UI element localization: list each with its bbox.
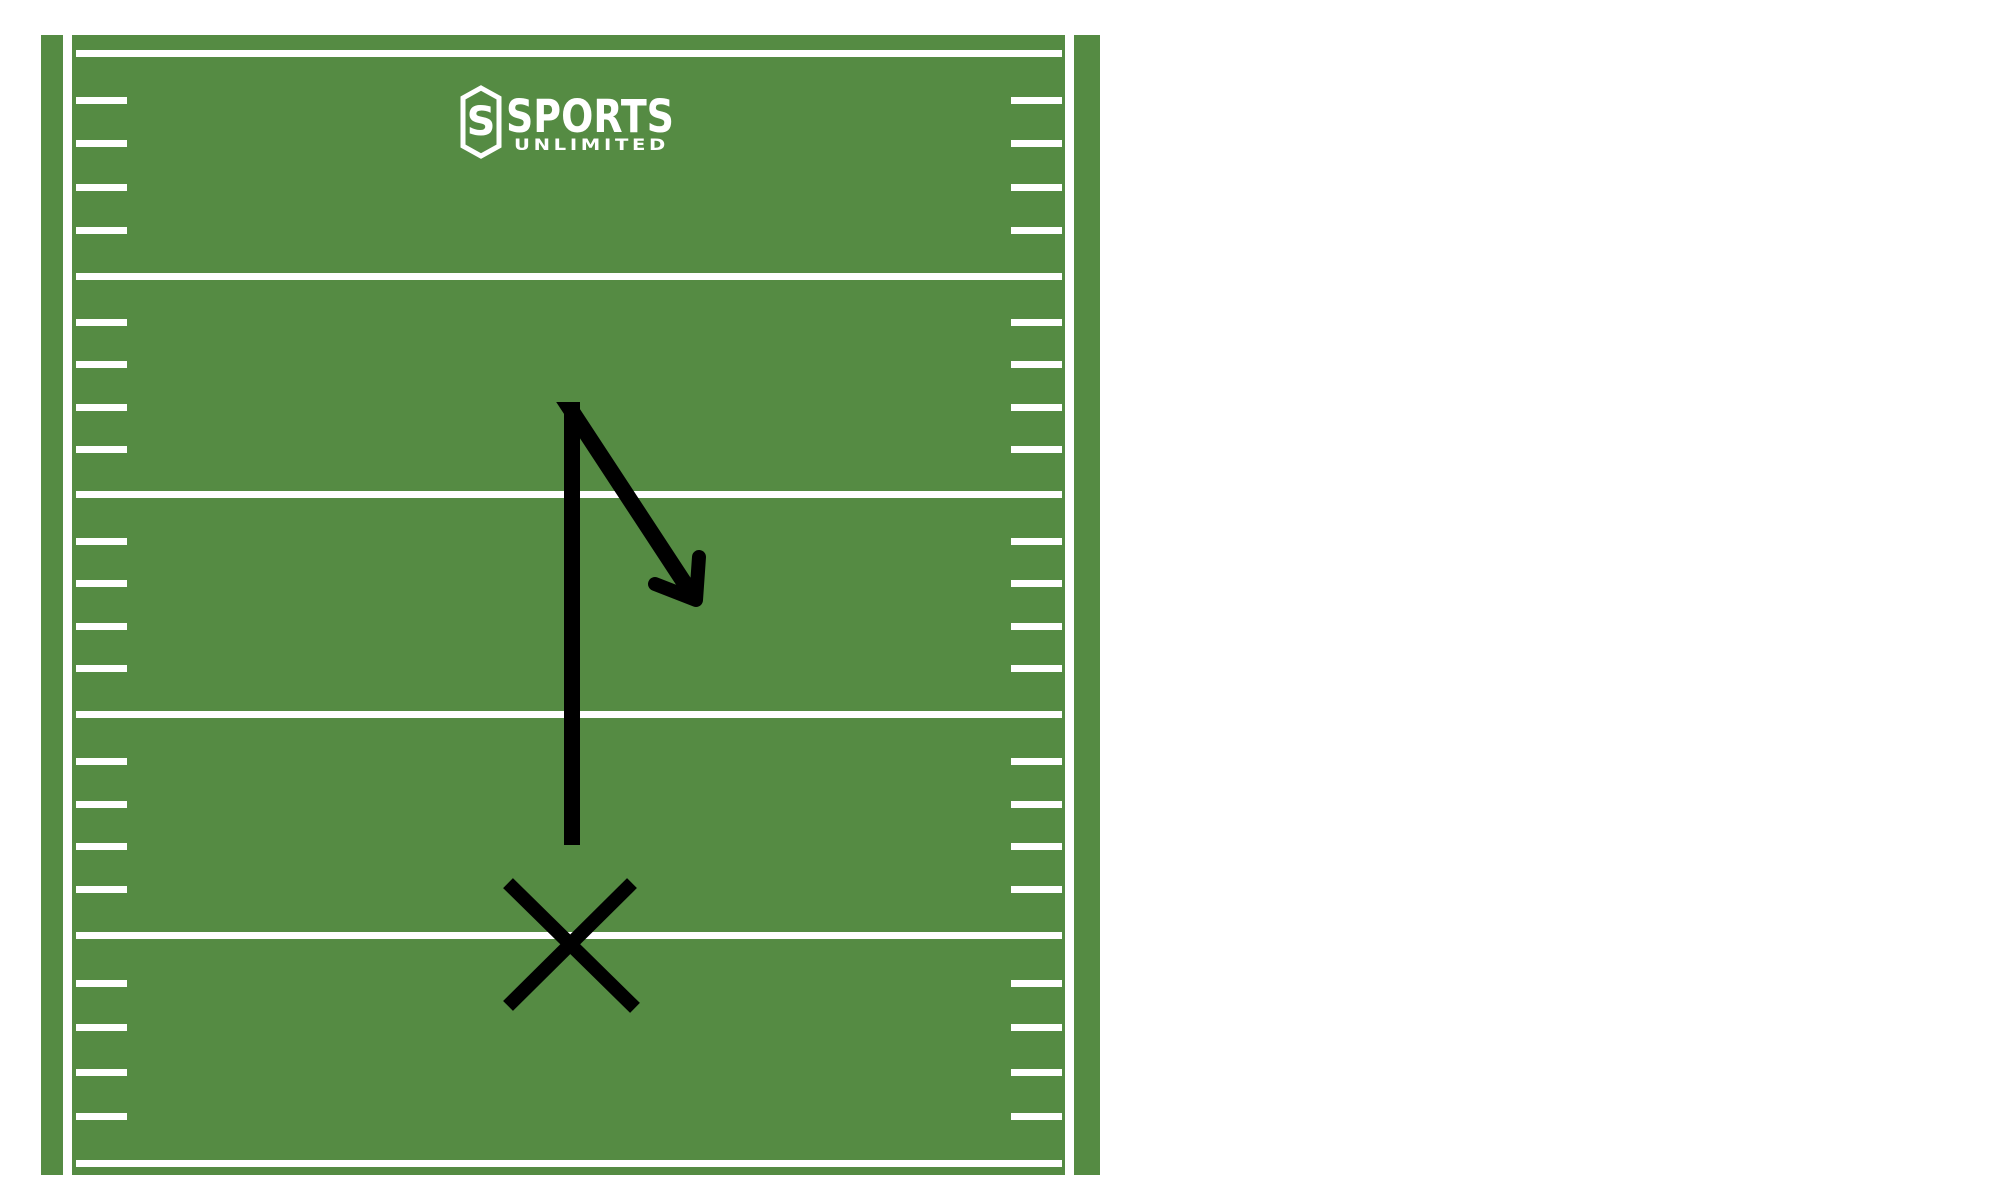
hash-mark [76, 140, 127, 147]
right-sideline [1065, 35, 1074, 1175]
logo-subtitle: UNLIMITED [514, 135, 669, 154]
hash-mark [1011, 801, 1062, 808]
hash-mark [76, 404, 127, 411]
x-stroke [503, 878, 637, 1011]
hash-marks [76, 97, 1062, 1120]
left-sideline [63, 35, 72, 1175]
hash-mark [76, 1069, 127, 1076]
logo-emblem-letter: S [467, 99, 496, 145]
hash-mark [1011, 886, 1062, 893]
hash-mark [76, 227, 127, 234]
hash-mark [76, 623, 127, 630]
yard-line [76, 273, 1062, 280]
hash-mark [76, 801, 127, 808]
hash-mark [76, 1024, 127, 1031]
hash-mark [1011, 623, 1062, 630]
hash-mark [1011, 404, 1062, 411]
hash-mark [76, 665, 127, 672]
hash-mark [1011, 97, 1062, 104]
sports-unlimited-logo: S SPORTS UNLIMITED [460, 85, 674, 159]
route-line [556, 402, 700, 845]
hash-mark [1011, 319, 1062, 326]
hash-mark [1011, 1113, 1062, 1120]
hash-mark [1011, 843, 1062, 850]
hash-mark [76, 361, 127, 368]
bottom-end-line [76, 1160, 1062, 1167]
top-end-line [76, 50, 1062, 57]
hash-mark [76, 843, 127, 850]
hash-mark [76, 980, 127, 987]
hash-mark [76, 886, 127, 893]
logo-word: SPORTS [506, 90, 674, 143]
hash-mark [76, 758, 127, 765]
hash-mark [1011, 665, 1062, 672]
hash-mark [1011, 446, 1062, 453]
logo-emblem-icon [460, 85, 502, 159]
hash-mark [1011, 538, 1062, 545]
hash-mark [1011, 580, 1062, 587]
receiver-route [556, 402, 706, 845]
hash-mark [1011, 184, 1062, 191]
hash-mark [76, 97, 127, 104]
hash-mark [76, 184, 127, 191]
hash-mark [1011, 758, 1062, 765]
hash-mark [1011, 980, 1062, 987]
hash-mark [76, 580, 127, 587]
hash-mark [1011, 1069, 1062, 1076]
hash-mark [76, 319, 127, 326]
hash-mark [76, 538, 127, 545]
hash-mark [1011, 361, 1062, 368]
hash-mark [1011, 227, 1062, 234]
player-x-marker [503, 878, 640, 1013]
hash-mark [76, 446, 127, 453]
hash-mark [1011, 1024, 1062, 1031]
arrowhead-icon [648, 550, 706, 607]
hash-mark [76, 1113, 127, 1120]
hash-mark [1011, 140, 1062, 147]
